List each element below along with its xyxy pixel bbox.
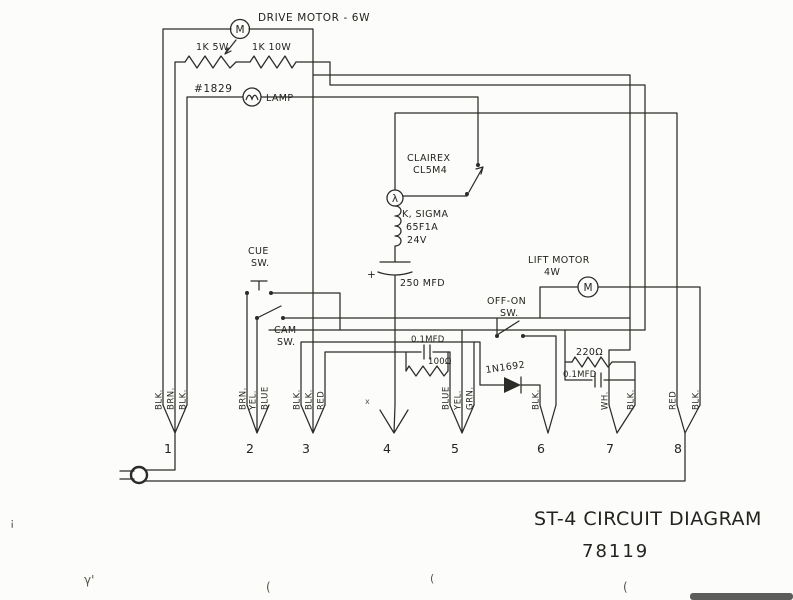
cue-switch-contact — [269, 291, 273, 295]
drive-motor-icon — [229, 18, 251, 40]
wire-color-label: BLK. — [692, 389, 702, 410]
offon-switch-contact — [495, 334, 499, 338]
switch-levers — [250, 280, 520, 336]
lamp-icon — [242, 87, 262, 107]
artifact-mark: ¡ — [10, 516, 14, 529]
wire-color-label: WH. — [601, 391, 611, 410]
motor-wiper-arrow — [224, 39, 237, 55]
label-clairex-line2: CL5M4 — [413, 165, 447, 176]
terminal-number-5: 5 — [451, 441, 459, 456]
cap-polarity-plus: + — [367, 269, 376, 281]
label-lamp-number: #1829 — [194, 83, 233, 95]
label-cue-sw-line2: SW. — [251, 258, 270, 269]
wire-color-label: BRN. — [167, 387, 177, 410]
wire-color-label: RED — [317, 391, 327, 410]
wire-color-label: YEL. — [249, 390, 259, 411]
wire-color-label: RED — [669, 391, 679, 410]
cue-switch-contact — [245, 291, 249, 295]
cam-switch-contact — [255, 316, 259, 320]
label-resistor-1k10w: 1K 10W — [252, 42, 291, 53]
resistor-1k10w-zigzag — [249, 55, 297, 69]
label-cam-sw-line2: SW. — [277, 337, 296, 348]
label-resistor-1k5w: 1K 5W — [196, 42, 229, 53]
lamp-filament-icon — [245, 94, 259, 101]
label-cap-01mfd-b: 0.1MFD — [563, 370, 597, 380]
terminal-number-8: 8 — [674, 441, 682, 456]
wire-color-label: BLUE — [261, 386, 271, 410]
label-cam-sw-line1: CAM — [274, 325, 297, 336]
label-res-220ohm: 220Ω — [576, 347, 603, 358]
wire-middle-bus — [246, 292, 646, 406]
terminal-number-3: 3 — [302, 441, 310, 456]
wire-color-label: BLK. — [179, 389, 189, 410]
scan-artifacts: ¡ γ' ( ( ( x — [10, 397, 793, 600]
wire-right-cluster — [539, 286, 701, 406]
relay-and-cap-chain — [377, 166, 484, 406]
terminal-number-7: 7 — [606, 441, 614, 456]
wire-color-label: BLK. — [627, 389, 637, 410]
wire-color-label: YEL. — [454, 390, 464, 411]
artifact-mark: ( — [430, 572, 434, 585]
label-relay-volts: 24V — [407, 235, 427, 246]
lift-motor-symbol-letter: M — [583, 282, 592, 294]
label-lift-motor-line1: LIFT MOTOR — [528, 255, 590, 266]
resistor-100ohm-zigzag — [405, 365, 449, 377]
photocell-contact — [476, 163, 480, 167]
label-offon-sw-line1: OFF-ON — [487, 296, 526, 307]
wire-color-label: BRN. — [239, 387, 249, 410]
wire-top-left-loop — [162, 28, 678, 406]
wire-color-label: BLK. — [305, 389, 315, 410]
artifact-mark: γ' — [84, 573, 94, 587]
resistor-220ohm-zigzag — [571, 356, 613, 368]
relay-lambda-symbol: λ — [392, 193, 398, 205]
component-symbols — [129, 18, 599, 485]
component-labels: DRIVE MOTOR - 6W M 1K 5W 1K 10W #1829 LA… — [194, 12, 603, 380]
label-lamp: LAMP — [266, 93, 294, 104]
terminal-number-4: 4 — [383, 441, 391, 456]
label-relay-sigma: K, SIGMA — [402, 209, 448, 220]
drive-motor-symbol-letter: M — [235, 24, 244, 36]
wire-color-label: BLK. — [293, 389, 303, 410]
wire-color-label: BLK. — [532, 389, 542, 410]
wiring — [119, 28, 701, 482]
relay-lambda-icon — [386, 189, 404, 207]
offon-switch-contact — [521, 334, 525, 338]
resistor-1k5w-zigzag — [184, 55, 237, 69]
photocell-contact — [465, 192, 469, 196]
wire-color-label: GRN. — [466, 386, 476, 410]
terminal-number-2: 2 — [246, 441, 254, 456]
label-offon-sw-line2: SW. — [500, 308, 519, 319]
label-diode-1n1692: 1N1692 — [485, 360, 526, 376]
cam-switch-contact — [281, 316, 285, 320]
label-cue-sw-line1: CUE — [248, 246, 269, 257]
label-lift-motor-line2: 4W — [544, 267, 560, 278]
wire-color-label: BLK. — [155, 389, 165, 410]
label-clairex-line1: CLAIREX — [407, 153, 450, 164]
power-plug-icon — [129, 465, 149, 485]
terminal-number-1: 1 — [164, 441, 172, 456]
title-block: ST-4 CIRCUIT DIAGRAM 78119 — [534, 508, 762, 562]
label-cap-01mfd-a: 0.1MFD — [411, 335, 445, 345]
terminal-numbers: 1 2 3 4 5 6 7 8 — [164, 441, 682, 456]
label-cap-250mfd: 250 MFD — [400, 278, 445, 289]
wire-color-label: BLUE — [442, 386, 452, 410]
label-relay-part: 65F1A — [406, 222, 438, 233]
diode-icon — [504, 377, 521, 393]
label-drive-motor: DRIVE MOTOR - 6W — [258, 12, 370, 24]
diagram-number: 78119 — [582, 541, 649, 562]
diagram-title: ST-4 CIRCUIT DIAGRAM — [534, 508, 762, 530]
plug-leads — [119, 432, 686, 482]
artifact-mark: x — [365, 397, 370, 406]
label-res-100ohm: 100Ω — [428, 357, 452, 367]
terminal-number-6: 6 — [537, 441, 545, 456]
artifact-mark: ( — [266, 580, 271, 594]
terminal-fanouts — [162, 404, 701, 434]
scan-edge-smudge — [690, 593, 793, 600]
lift-motor-icon — [577, 276, 599, 298]
artifact-mark: ( — [623, 580, 628, 594]
wire-color-labels: BLK. BRN. BLK. BRN. YEL. BLUE BLK. BLK. … — [155, 386, 702, 411]
